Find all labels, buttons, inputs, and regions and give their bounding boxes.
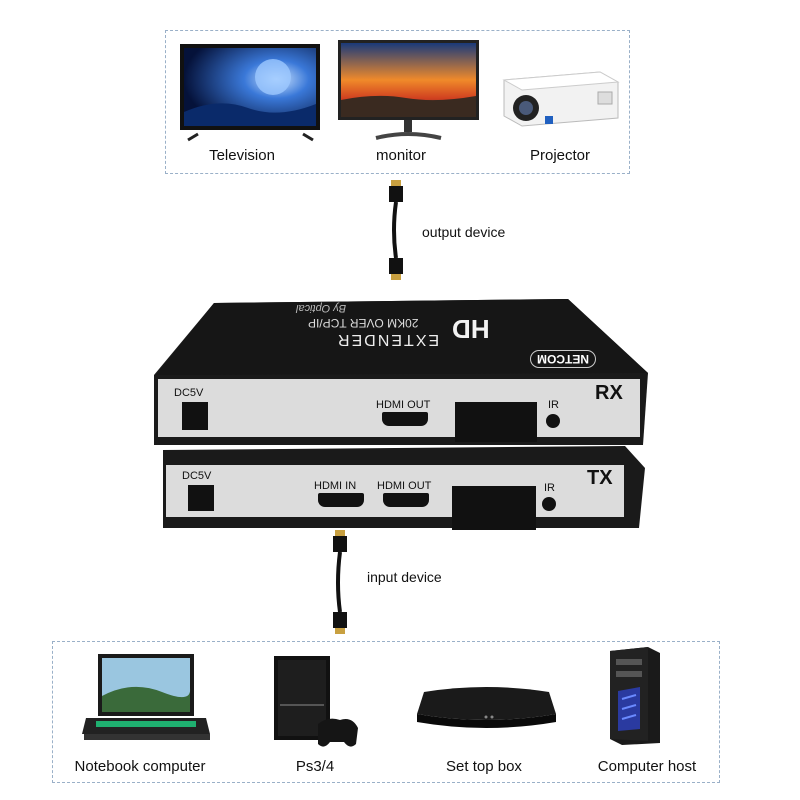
rx-top-note: By Optical bbox=[296, 302, 347, 314]
input-hdmi-cable bbox=[333, 530, 347, 634]
laptop-icon bbox=[82, 654, 210, 740]
game-console-icon bbox=[274, 656, 358, 747]
rx-power-port[interactable] bbox=[182, 402, 208, 430]
tx-hdmi-out-port[interactable] bbox=[383, 493, 429, 507]
projector-icon bbox=[502, 71, 620, 127]
rx-front-panel bbox=[156, 377, 642, 439]
tx-fiber-port[interactable] bbox=[452, 486, 536, 530]
input-device-label: input device bbox=[367, 569, 442, 585]
tx-hdmi-in-label: HDMI IN bbox=[314, 480, 357, 492]
output-hdmi-cable bbox=[389, 180, 403, 280]
rx-ir-label: IR bbox=[548, 399, 559, 411]
rx-power-label: DC5V bbox=[174, 387, 204, 399]
input-label-notebook: Notebook computer bbox=[74, 758, 206, 775]
tx-power-label: DC5V bbox=[182, 470, 212, 482]
input-label-settopbox: Set top box bbox=[446, 758, 522, 775]
computer-tower-icon bbox=[610, 647, 660, 745]
rx-fiber-port[interactable] bbox=[455, 402, 537, 442]
rx-ir-sensor bbox=[546, 414, 560, 428]
tx-hdmi-in-port[interactable] bbox=[318, 493, 364, 507]
tx-name: TX bbox=[587, 467, 613, 489]
rx-name: RX bbox=[595, 382, 623, 404]
rx-top-subtitle: EXTENDER bbox=[336, 331, 440, 348]
output-device-label: output device bbox=[422, 224, 506, 240]
output-label-projector: Projector bbox=[529, 147, 591, 164]
set-top-box-icon bbox=[417, 687, 556, 728]
input-label-computer-host: Computer host bbox=[597, 758, 697, 775]
output-label-monitor: monitor bbox=[375, 147, 427, 164]
monitor-icon bbox=[338, 40, 479, 140]
input-devices-box bbox=[52, 641, 720, 783]
tx-ir-label: IR bbox=[544, 482, 555, 494]
television-icon bbox=[180, 44, 320, 142]
tx-hdmi-out-label: HDMI OUT bbox=[377, 480, 432, 492]
rx-hdmi-out-label: HDMI OUT bbox=[376, 399, 431, 411]
rx-brand: NETCOM bbox=[530, 350, 596, 368]
output-label-television: Television bbox=[209, 147, 275, 164]
rx-top-line: 20KM OVER TCP/IP bbox=[308, 316, 419, 330]
input-label-ps: Ps3/4 bbox=[295, 758, 335, 775]
rx-hdmi-out-port[interactable] bbox=[382, 412, 428, 426]
rx-top-title: HD bbox=[452, 314, 490, 344]
tx-ir-sensor bbox=[542, 497, 556, 511]
output-devices-box bbox=[165, 30, 630, 174]
tx-power-port[interactable] bbox=[188, 485, 214, 511]
